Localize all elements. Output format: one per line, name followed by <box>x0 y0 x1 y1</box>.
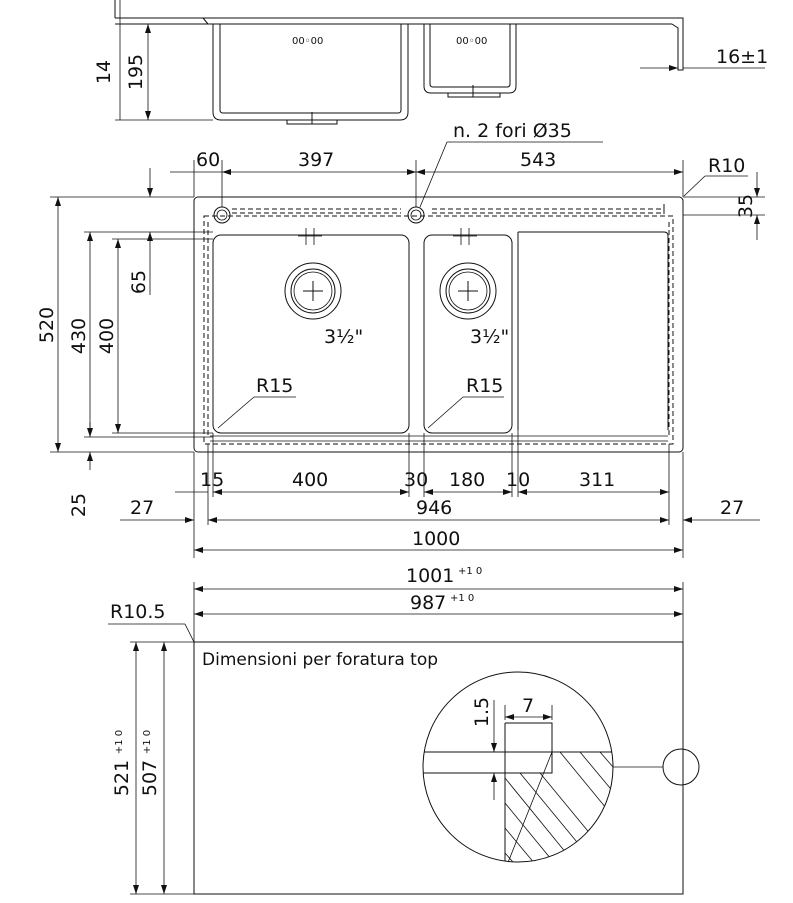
dim-520: 520 <box>36 307 58 343</box>
dim-1001: 1001 <box>406 565 454 587</box>
waste-size-left: 3½" <box>324 326 363 348</box>
side-view: 00◦00 00◦00 14 195 16±1 <box>93 0 768 125</box>
dim-60: 60 <box>196 149 220 171</box>
tap-hole-left-icon <box>213 206 231 224</box>
dim-1001-tol: +1 0 <box>458 566 482 577</box>
dim-507: 507 <box>139 760 161 796</box>
dim-195: 195 <box>125 54 147 90</box>
cutout-view: 1001 +1 0 987 +1 0 R10.5 Dimensioni per … <box>108 565 700 895</box>
dim-987-tol: +1 0 <box>450 593 474 604</box>
small-bowl <box>423 234 513 434</box>
waste-size-right: 3½" <box>470 326 509 348</box>
dim-311: 311 <box>579 469 615 491</box>
dim-946: 946 <box>416 497 452 519</box>
dim-543: 543 <box>520 149 556 171</box>
r15-left: R15 <box>256 375 293 397</box>
cutout-title: Dimensioni per foratura top <box>202 650 438 670</box>
dim-1000: 1000 <box>412 528 460 550</box>
waste-right-icon <box>439 262 497 320</box>
detail-circle <box>422 671 614 863</box>
dim-27-left: 27 <box>130 497 154 519</box>
dim-27-right: 27 <box>720 497 744 519</box>
svg-text:00◦00: 00◦00 <box>292 36 323 47</box>
detail-7: 7 <box>522 695 534 717</box>
dim-987: 987 <box>410 592 446 614</box>
r15-right: R15 <box>466 375 503 397</box>
r10-5: R10.5 <box>110 601 166 623</box>
dim-30: 30 <box>404 469 428 491</box>
dim-10: 10 <box>506 469 530 491</box>
dim-15: 15 <box>200 469 224 491</box>
dim-521: 521 <box>111 760 133 796</box>
large-bowl <box>212 234 410 434</box>
plan-view: 3½" 3½" n. 2 fori Ø35 60 397 543 R10 35 <box>36 120 765 558</box>
dim-521-tol: +1 0 <box>114 730 125 754</box>
detail-1-5: 1.5 <box>471 697 493 727</box>
holes-note: n. 2 fori Ø35 <box>453 120 572 142</box>
dim-65: 65 <box>128 270 150 294</box>
dim-400v: 400 <box>96 318 118 354</box>
dim-16: 16±1 <box>716 46 768 68</box>
dim-507-tol: +1 0 <box>142 730 153 754</box>
detail-reference-icon <box>662 748 700 786</box>
r10: R10 <box>708 155 745 177</box>
dim-400h: 400 <box>292 469 328 491</box>
dim-180: 180 <box>449 469 485 491</box>
dim-14: 14 <box>93 60 115 84</box>
dim-397: 397 <box>298 149 334 171</box>
dim-35: 35 <box>735 194 757 218</box>
dim-430: 430 <box>68 318 90 354</box>
dim-25: 25 <box>68 493 90 517</box>
waste-left-icon <box>284 262 342 320</box>
svg-text:00◦00: 00◦00 <box>456 36 487 47</box>
tap-hole-right-icon <box>407 206 425 224</box>
